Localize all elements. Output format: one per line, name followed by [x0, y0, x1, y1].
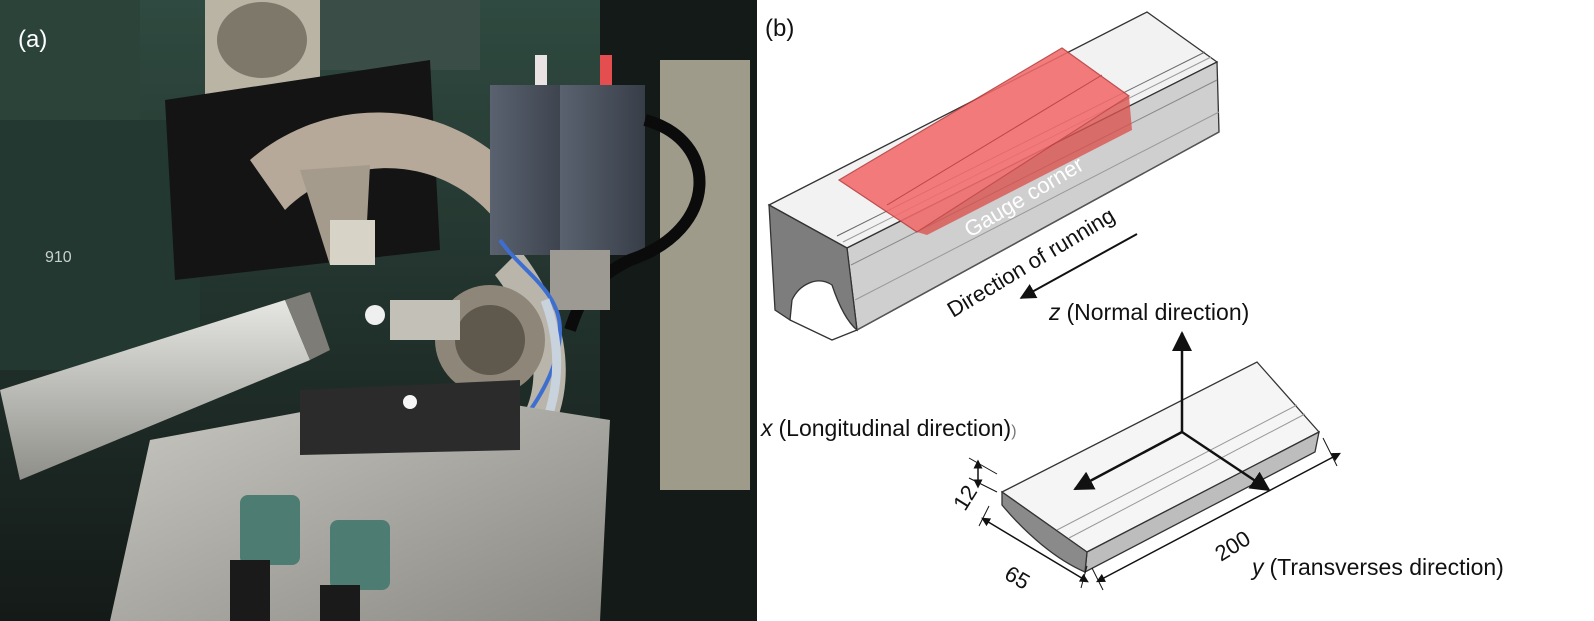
dark-platform	[300, 380, 520, 455]
background-wall	[0, 120, 200, 370]
panel-a-label: (a)	[18, 26, 47, 53]
background-panel	[660, 60, 750, 490]
motor-connector-1	[535, 55, 547, 85]
gauge-corner-line	[886, 74, 1103, 206]
stage-center	[455, 305, 525, 375]
thickness-ext-line-top	[968, 457, 998, 475]
z-axis-var: z	[1048, 299, 1061, 325]
rail-end-face	[768, 203, 858, 332]
x-axis-var: x	[760, 415, 774, 441]
sample-holder	[390, 300, 460, 340]
pipe-end	[285, 292, 330, 360]
sign-text: 910	[45, 249, 72, 266]
panel-a-photo: 910 (a)	[0, 0, 757, 621]
thickness-value: 12	[948, 481, 982, 515]
cable-connector-1	[240, 495, 300, 565]
y-axis-label: y(Transverses direction)	[1250, 554, 1504, 580]
top-cylinder-face	[217, 2, 307, 78]
gauge-corner-side	[917, 96, 1132, 235]
detector-head	[330, 220, 375, 265]
width-ext-line-left	[978, 505, 990, 527]
rail-web-edge	[789, 319, 858, 341]
width-ext-line-right	[1080, 565, 1088, 589]
width-value: 65	[1001, 561, 1035, 595]
stepper-motor-2	[560, 85, 645, 255]
panel-b-label: (b)	[765, 15, 794, 42]
y-axis-var: y	[1250, 554, 1265, 580]
width-dim-line	[981, 517, 1089, 583]
x-axis-label: x(Longitudinal direction))	[760, 415, 1017, 441]
platform-light	[403, 395, 417, 409]
rail-section	[767, 11, 1220, 341]
panel-b-diagram: (b) Gauge corner Direction of running	[760, 11, 1504, 595]
connector-cable-1	[230, 560, 270, 621]
length-ext-line-left	[1091, 567, 1104, 591]
running-direction-arrow	[1019, 233, 1138, 299]
length-dim-line	[1096, 452, 1341, 583]
z-axis-text: (Normal direction)	[1067, 299, 1250, 325]
rail-bottom-edge	[856, 131, 1220, 331]
background-cabinet	[0, 0, 140, 120]
x-axis-text: (Longitudinal direction)	[779, 415, 1012, 441]
specimen-slab	[1000, 361, 1321, 574]
rail-side-line-2	[854, 111, 1220, 301]
motor-connector-2	[600, 55, 612, 85]
goniometer-arc-upper	[250, 112, 545, 240]
dimension-thickness: 12	[948, 457, 998, 515]
sample-pin	[365, 305, 385, 325]
mount-bracket	[550, 250, 610, 310]
cable-connector-2	[330, 520, 390, 590]
y-axis-text: (Transverses direction)	[1270, 554, 1504, 580]
incident-beam-pipe	[0, 300, 310, 480]
connector-cable-2	[320, 585, 360, 621]
z-axis-label: z(Normal direction)	[1048, 299, 1249, 325]
length-ext-line-right	[1322, 437, 1338, 467]
x-axis-trailing: )	[1011, 423, 1016, 440]
length-value: 200	[1210, 526, 1254, 567]
